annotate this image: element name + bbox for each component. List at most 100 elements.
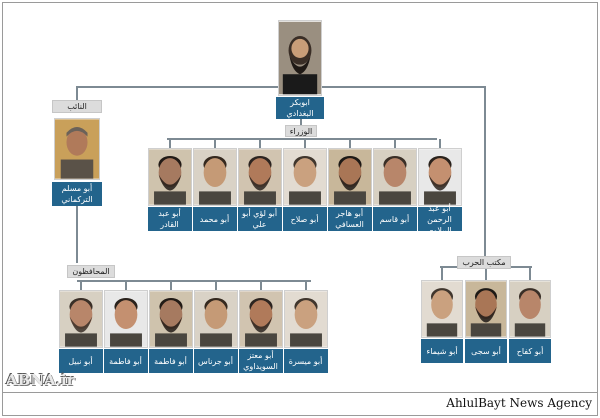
minister-node-5: أبو لؤي أبو علي (237, 148, 282, 232)
person-portrait-icon (328, 149, 371, 205)
person-portrait-icon (510, 281, 550, 337)
connector (529, 267, 531, 280)
person-portrait-icon (104, 291, 147, 347)
person-portrait-icon (238, 149, 281, 205)
connector (76, 86, 78, 100)
governor-node-4: أبو فاطمة (148, 290, 193, 374)
person-portrait-icon (279, 21, 321, 95)
connector (304, 281, 307, 290)
person-portrait-icon (193, 149, 236, 205)
war-office-label: أبو سجى (465, 339, 507, 363)
person-portrait-icon (373, 149, 416, 205)
war-office-photo (509, 280, 551, 338)
abna-watermark: ABNA.ir (6, 371, 75, 389)
leader-photo (278, 20, 322, 96)
connector (441, 267, 443, 280)
person-portrait-icon (283, 149, 326, 205)
person-portrait-icon (55, 119, 99, 179)
governor-label: أبو ميسرة (283, 349, 328, 373)
person-portrait-icon (194, 291, 237, 347)
minister-label: أبو لؤي أبو علي (237, 207, 282, 231)
person-portrait-icon (422, 281, 462, 337)
connector (303, 139, 306, 148)
connector (300, 118, 302, 128)
leader-node: ابوبكر البغدادي (276, 20, 324, 120)
war-office-node-3: أبو شيماء (421, 280, 463, 364)
footer-divider (2, 392, 598, 393)
governor-photo (193, 290, 238, 348)
governor-node-2: أبو معتز السويداوي (238, 290, 283, 374)
governor-photo (283, 290, 328, 348)
war-office-photo (465, 280, 507, 338)
minister-photo (417, 148, 462, 206)
leader-label: ابوبكر البغدادي (276, 97, 324, 119)
war-office-label: أبو كفاح (509, 339, 551, 363)
war-office-node-2: أبو سجى (465, 280, 507, 364)
news-agency-credit: AhlulBayt News Agency (446, 396, 592, 410)
connector (393, 139, 396, 148)
connector (258, 139, 261, 148)
minister-photo (237, 148, 282, 206)
governor-label: أبو جرناس (193, 349, 238, 373)
governor-node-3: أبو جرناس (193, 290, 238, 374)
connector (169, 281, 172, 290)
minister-node-3: أبو هاجر العسافي (327, 148, 372, 232)
minister-photo (282, 148, 327, 206)
person-portrait-icon (239, 291, 282, 347)
governor-photo (103, 290, 148, 348)
governor-node-5: أبو فاطمة (103, 290, 148, 374)
governor-node-6: أبو نبيل (58, 290, 103, 374)
person-portrait-icon (418, 149, 461, 205)
connector (320, 86, 485, 88)
governor-label: أبو فاطمة (103, 349, 148, 373)
person-portrait-icon (284, 291, 327, 347)
minister-label: أبو هاجر العسافي (327, 207, 372, 231)
deputy-label: أبو مسلم التركماني (52, 182, 102, 206)
governor-photo (148, 290, 193, 348)
connector (348, 139, 351, 148)
connector (213, 139, 216, 148)
war-office-header: مكتب الحرب (457, 256, 511, 269)
deputy-photo (54, 118, 100, 180)
governor-label: أبو فاطمة (148, 349, 193, 373)
minister-label: أبو محمد (192, 207, 237, 231)
minister-photo (192, 148, 237, 206)
connector (438, 139, 441, 148)
minister-node-2: أبو قاسم (372, 148, 417, 232)
governor-label: أبو نبيل (58, 349, 103, 373)
war-office-photo (421, 280, 463, 338)
connector (214, 281, 217, 290)
connector (485, 267, 487, 280)
connector (76, 86, 281, 88)
connector (77, 280, 311, 282)
minister-node-4: أبو صلاح (282, 148, 327, 232)
ministers-header: الوزراء (285, 125, 317, 137)
minister-photo (372, 148, 417, 206)
minister-label: أبو عبد الرحمن البيلاوي (417, 204, 462, 235)
minister-photo (147, 148, 192, 206)
connector (168, 139, 171, 148)
person-portrait-icon (59, 291, 102, 347)
governor-label: أبو معتز السويداوي (238, 349, 283, 373)
person-portrait-icon (149, 291, 192, 347)
minister-label: أبو صلاح (282, 207, 327, 231)
deputy-header: النائب (52, 100, 102, 113)
minister-label: أبو عبد القادر (147, 207, 192, 231)
deputy-node: أبو مسلم التركماني (52, 114, 102, 206)
connector (484, 86, 486, 256)
minister-photo (327, 148, 372, 206)
governors-header: المحافظون (67, 265, 115, 278)
connector (259, 281, 262, 290)
minister-node-1: أبو عبد الرحمن البيلاوي (417, 148, 462, 235)
governor-node-1: أبو ميسرة (283, 290, 328, 374)
connector (124, 281, 127, 290)
person-portrait-icon (148, 149, 191, 205)
governor-photo (238, 290, 283, 348)
minister-node-6: أبو محمد (192, 148, 237, 232)
person-portrait-icon (466, 281, 506, 337)
minister-label: أبو قاسم (372, 207, 417, 231)
minister-node-7: أبو عبد القادر (147, 148, 192, 232)
connector (76, 205, 78, 263)
war-office-label: أبو شيماء (421, 339, 463, 363)
connector (79, 281, 82, 290)
